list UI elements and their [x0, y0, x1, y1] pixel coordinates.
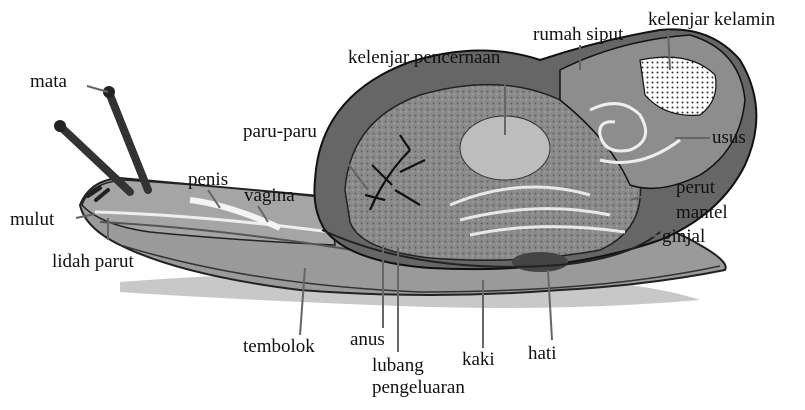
- label-perut: perut: [676, 178, 715, 198]
- leader-vagina: [258, 206, 268, 222]
- label-penis: penis: [188, 170, 228, 190]
- leader-paru-paru: [330, 140, 368, 190]
- leader-mata: [87, 86, 108, 92]
- label-mantel: mantel: [676, 203, 728, 223]
- label-rumah-siput: rumah siput: [533, 25, 623, 45]
- label-lubang: lubang: [372, 356, 424, 376]
- label-vagina: vagina: [244, 186, 295, 206]
- leader-perut: [630, 188, 672, 200]
- leader-penis: [208, 190, 220, 208]
- leader-tembolok: [300, 268, 305, 335]
- label-hati: hati: [528, 344, 557, 364]
- leader-ginjal: [630, 235, 660, 236]
- label-ginjal: ginjal: [662, 227, 705, 247]
- label-mulut: mulut: [10, 210, 54, 230]
- leader-hati: [548, 270, 552, 340]
- label-anus: anus: [350, 330, 385, 350]
- label-usus: usus: [712, 128, 746, 148]
- leader-mulut: [76, 214, 95, 218]
- leader-mantel: [640, 212, 672, 215]
- label-pengeluaran: pengeluaran: [372, 378, 465, 398]
- label-kelenjar-kelamin: kelenjar kelamin: [648, 10, 775, 30]
- label-mata: mata: [30, 72, 67, 92]
- label-kelenjar-pencernaan: kelenjar pencernaan: [348, 48, 500, 68]
- label-kaki: kaki: [462, 350, 495, 370]
- label-lidah-parut: lidah parut: [52, 252, 134, 272]
- leader-kelenjar-kelamin: [668, 30, 670, 70]
- label-tembolok: tembolok: [243, 337, 315, 357]
- label-paru-paru: paru-paru: [243, 122, 317, 142]
